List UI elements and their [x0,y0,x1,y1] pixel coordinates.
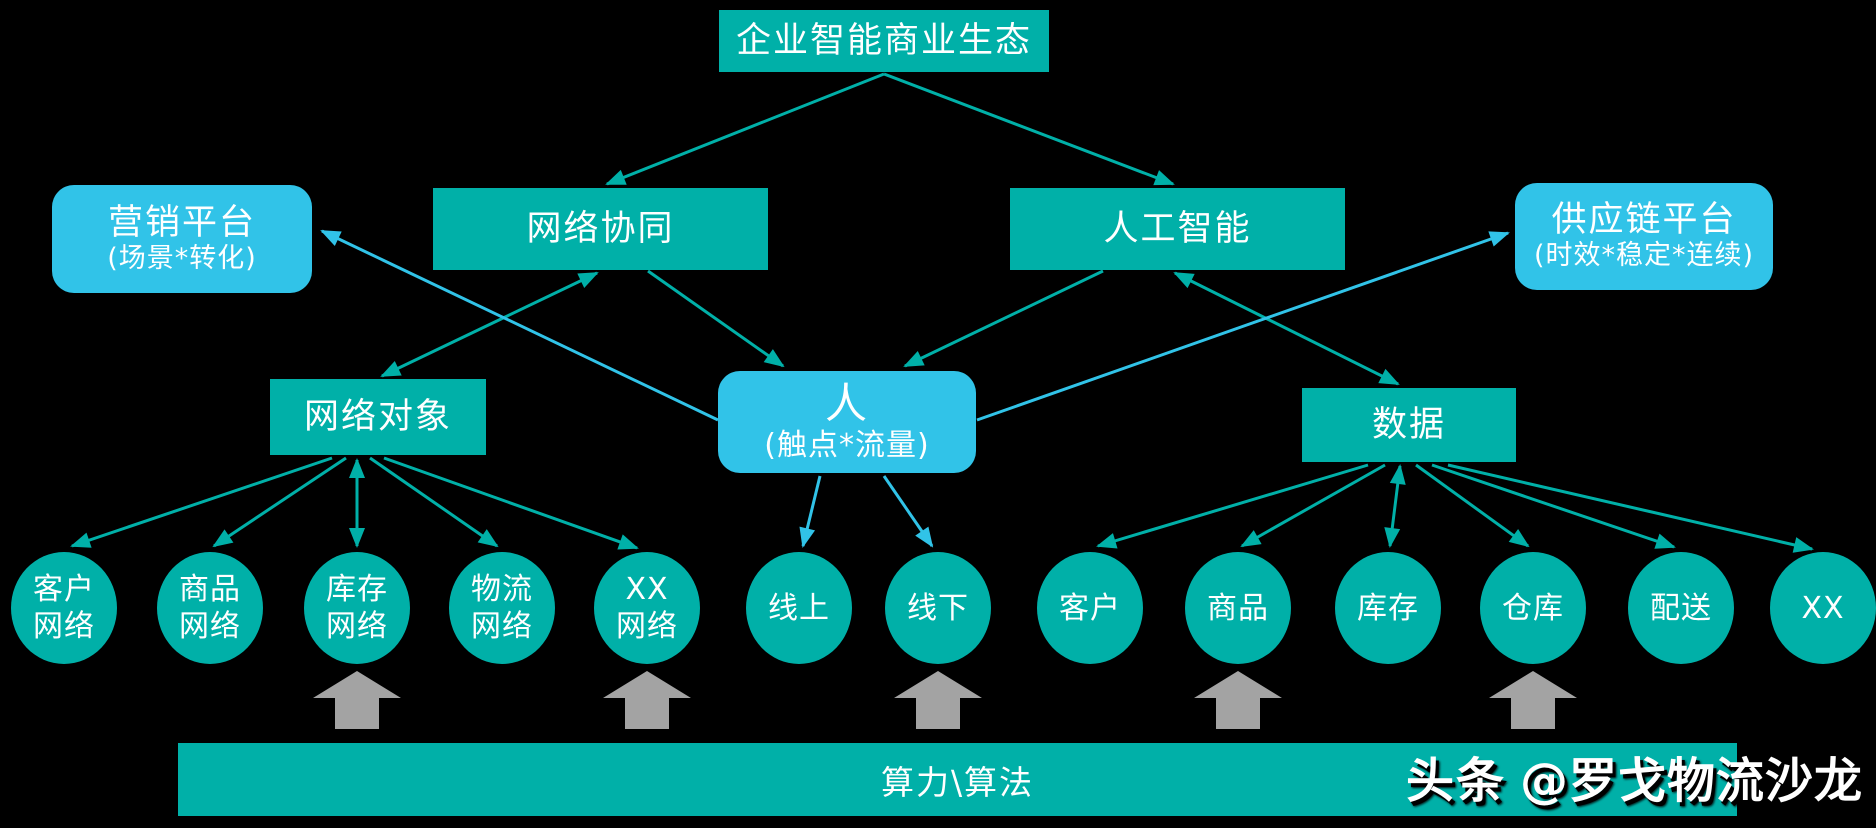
up-block-arrow [894,671,982,729]
circle-delivery: 配送 [1628,552,1734,664]
up-block-arrow [603,671,691,729]
node-people-subtitle: (触点*流量) [764,428,930,464]
circle-warehouse: 仓库 [1480,552,1586,664]
node-supply-chain-title: 供应链平台 [1551,200,1737,241]
circle-product: 商品 [1185,552,1291,664]
circle-offline: 线下 [885,552,991,664]
edge [1240,463,1386,548]
edge [1096,463,1369,549]
edge [320,229,719,422]
compute-bar: 算力\算法 [178,743,1737,816]
up-block-arrow [1489,671,1577,729]
edge [1173,271,1400,386]
node-people-title: 人 [824,378,869,428]
node-supply-chain-platform: 供应链平台 (时效*稳定*连续) [1515,183,1773,290]
circle-logistics-network: 物流网络 [449,552,555,664]
circle-inventory: 库存 [1335,552,1441,664]
node-network-synergy: 网络协同 [433,188,768,270]
edge [369,456,499,548]
edge [647,269,785,368]
node-network-objects-label: 网络对象 [303,396,452,437]
node-marketing-title: 营销平台 [107,202,256,243]
circle-inventory-network: 库存网络 [304,552,410,664]
edge [212,456,347,548]
edge [1415,463,1530,548]
node-ecosystem-label: 企业智能商业生态 [735,20,1032,61]
node-people: 人 (触点*流量) [718,371,976,473]
edge [1447,463,1814,553]
edge [903,269,1104,368]
node-supply-chain-subtitle: (时效*稳定*连续) [1533,240,1755,272]
node-data-label: 数据 [1371,404,1446,445]
circle-customer: 客户 [1037,552,1143,664]
node-ai-label: 人工智能 [1103,208,1252,249]
circle-customer-network: 客户网络 [11,552,117,664]
edge [976,231,1510,422]
edge [1431,463,1676,549]
edge [799,475,822,548]
node-marketing-subtitle: (场景*转化) [107,242,257,274]
node-network-objects: 网络对象 [270,379,486,455]
edge [380,271,599,378]
watermark-brand: 头条 [1406,753,1507,809]
watermark: 头条 @罗戈物流沙龙 [1406,744,1864,809]
compute-bar-label: 算力\算法 [880,762,1035,802]
edge [70,456,333,548]
circle-xx: XX [1770,552,1876,664]
node-network-synergy-label: 网络协同 [526,208,675,249]
up-block-arrow [1194,671,1282,729]
edge [883,72,1175,186]
edge [882,475,934,548]
node-ecosystem: 企业智能商业生态 [719,10,1049,72]
up-block-arrow [313,671,401,729]
edge [383,456,639,550]
node-marketing-platform: 营销平台 (场景*转化) [52,185,312,293]
edge [605,72,885,186]
circle-product-network: 商品网络 [157,552,263,664]
watermark-handle: @罗戈物流沙龙 [1520,753,1864,809]
circle-online: 线上 [746,552,852,664]
node-artificial-intelligence: 人工智能 [1010,188,1345,270]
node-data: 数据 [1302,388,1516,462]
edge [1384,464,1406,548]
